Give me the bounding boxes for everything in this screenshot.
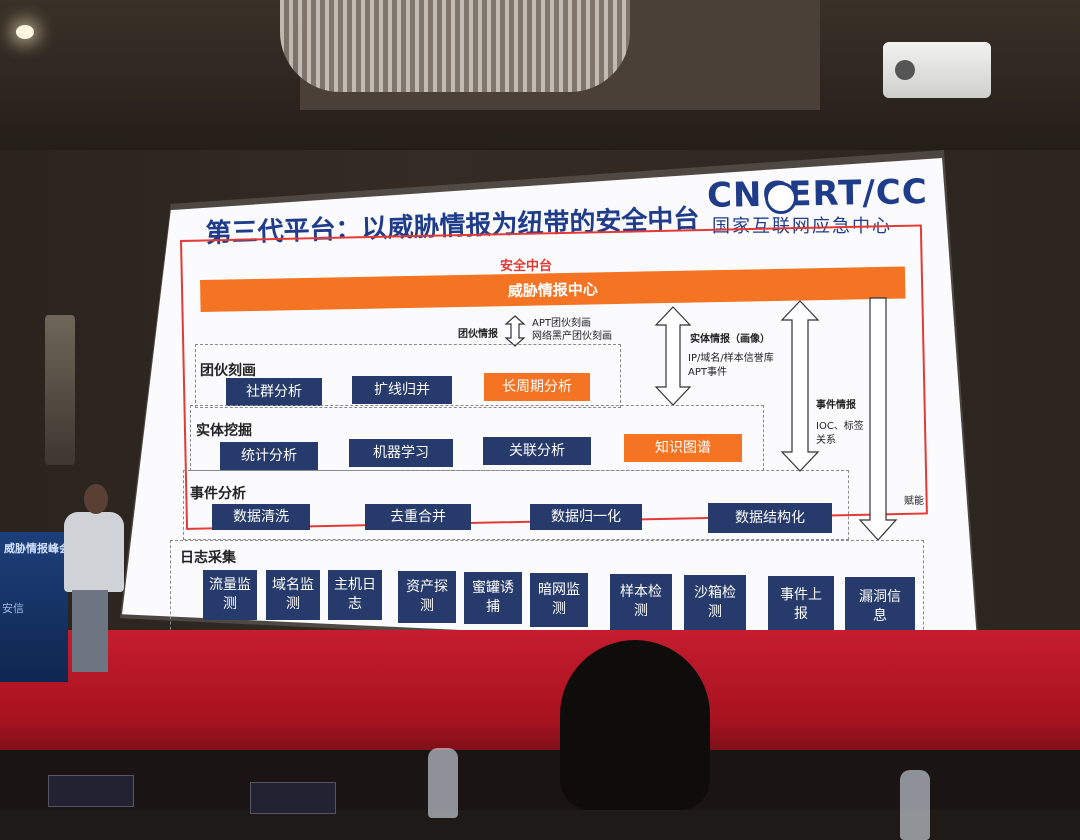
wall-lamp bbox=[45, 315, 75, 465]
podium bbox=[0, 532, 68, 682]
gang-arrow-icon bbox=[504, 315, 526, 347]
gang-item: 扩线归并 bbox=[352, 376, 452, 404]
globe-icon bbox=[765, 182, 797, 214]
gang-intel-label: 团伙情报 bbox=[458, 329, 498, 340]
platform-label: 安全中台 bbox=[500, 259, 553, 274]
podium-banner: 威胁情报峰会 bbox=[4, 542, 70, 555]
entity-section-label: 实体挖掘 bbox=[196, 423, 252, 439]
entity-item: 关联分析 bbox=[483, 437, 591, 465]
log-item: 沙箱检测 bbox=[684, 575, 746, 631]
nameplate bbox=[48, 775, 134, 807]
entity-note-1: IP/域名/样本信誉库 bbox=[688, 353, 774, 364]
entity-note-2: APT事件 bbox=[688, 367, 727, 378]
event-item: 数据结构化 bbox=[708, 503, 832, 533]
gang-section bbox=[195, 344, 621, 408]
speaker-body bbox=[64, 512, 124, 592]
entity-intel-label: 实体情报（画像） bbox=[690, 334, 770, 345]
log-item: 样本检测 bbox=[610, 574, 672, 630]
entity-item: 统计分析 bbox=[220, 442, 318, 470]
event-section bbox=[183, 470, 849, 540]
event-arrow-icon bbox=[780, 300, 820, 472]
log-item: 资产探测 bbox=[398, 571, 456, 623]
audience-head bbox=[560, 640, 710, 810]
event-section-label: 事件分析 bbox=[190, 486, 246, 502]
event-intel-label: 事件情报 bbox=[816, 400, 856, 411]
log-item: 事件上报 bbox=[768, 576, 834, 634]
event-item: 数据归一化 bbox=[530, 504, 642, 530]
empower-label: 赋能 bbox=[904, 496, 924, 507]
apt-note-1: APT团伙刻画 bbox=[532, 318, 591, 329]
event-item: 去重合并 bbox=[365, 504, 471, 530]
ceiling-light bbox=[16, 25, 34, 39]
logo-subtitle: 国家互联网应急中心 bbox=[712, 216, 892, 237]
water-bottle bbox=[428, 748, 458, 818]
log-section-label: 日志采集 bbox=[180, 550, 236, 566]
log-item: 暗网监测 bbox=[530, 573, 588, 627]
projection-screen bbox=[122, 158, 978, 655]
entity-item-highlight: 知识图谱 bbox=[624, 434, 742, 462]
entity-item: 机器学习 bbox=[349, 439, 453, 467]
speaker-legs bbox=[72, 590, 108, 672]
empower-arrow-icon bbox=[858, 297, 898, 541]
event-item: 数据清洗 bbox=[212, 504, 310, 530]
log-item: 蜜罐诱捕 bbox=[464, 572, 522, 624]
log-item: 流量监测 bbox=[203, 570, 257, 620]
podium-logo-text: 安信 bbox=[2, 602, 24, 615]
water-bottle bbox=[900, 770, 930, 840]
projector-lens bbox=[895, 60, 915, 80]
log-item: 漏洞信息 bbox=[845, 577, 915, 637]
log-item: 主机日志 bbox=[328, 570, 382, 620]
chandelier bbox=[280, 0, 630, 92]
gang-section-label: 团伙刻画 bbox=[200, 363, 256, 379]
ioc-note-2: 关系 bbox=[816, 435, 836, 446]
ioc-note-1: IOC、标签 bbox=[816, 421, 864, 432]
gang-item: 社群分析 bbox=[226, 378, 322, 406]
gang-item-highlight: 长周期分析 bbox=[484, 373, 590, 401]
nameplate bbox=[250, 782, 336, 814]
entity-arrow-icon bbox=[654, 306, 692, 406]
apt-note-2: 网络黑产团伙刻画 bbox=[532, 331, 612, 342]
log-item: 域名监测 bbox=[266, 570, 320, 620]
intel-arrows bbox=[504, 297, 898, 541]
speaker-head bbox=[84, 484, 108, 514]
